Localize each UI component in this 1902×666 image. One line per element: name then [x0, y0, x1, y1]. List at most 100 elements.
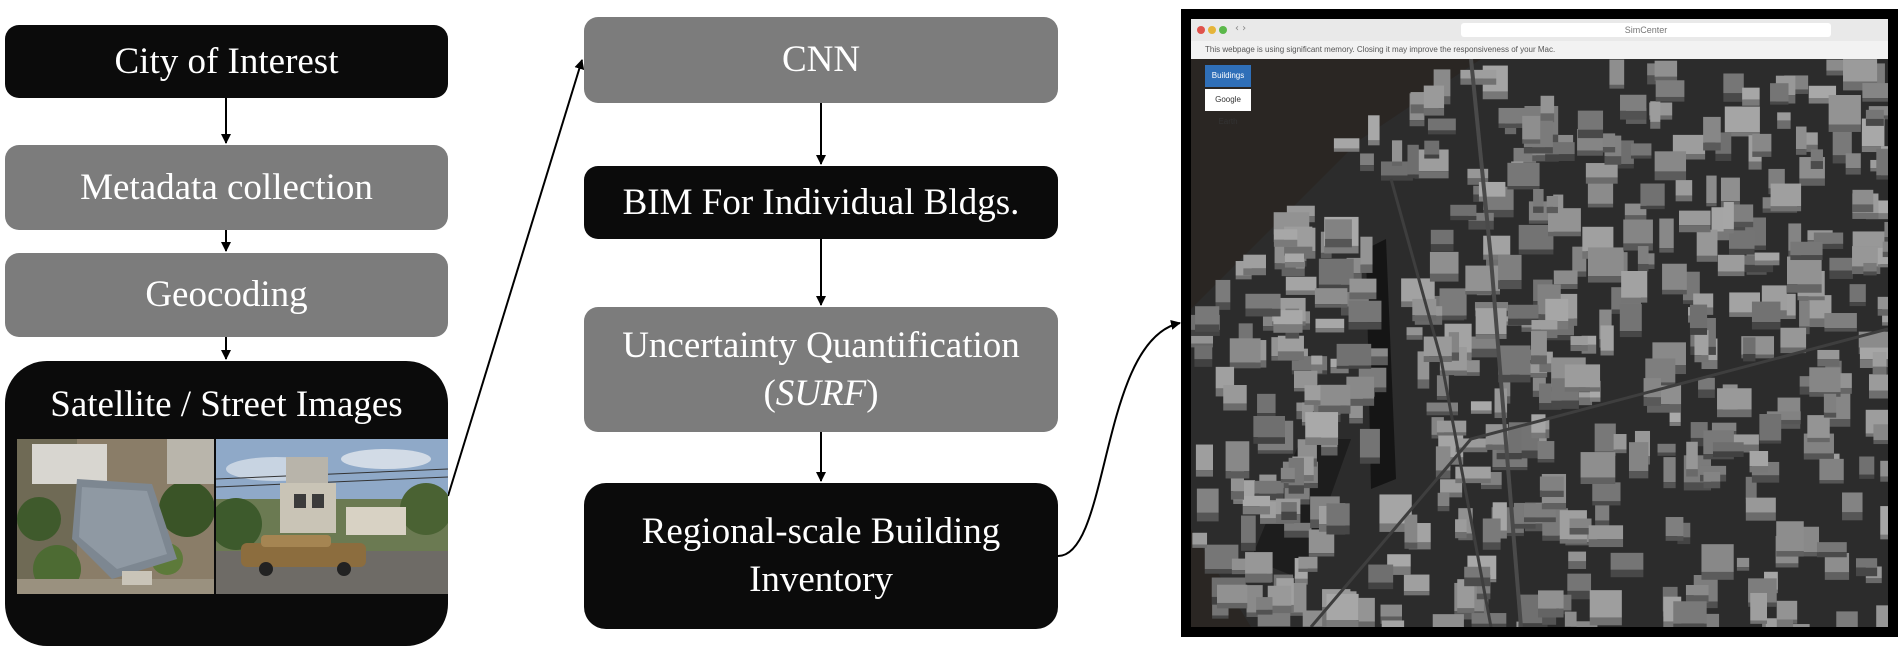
building-shadow: [1717, 409, 1752, 418]
building-shadow: [1585, 177, 1618, 184]
building-block: [1474, 302, 1509, 311]
building-shadow: [1624, 215, 1647, 221]
building-block: [1381, 620, 1405, 627]
building-block: [1318, 505, 1331, 525]
building-shadow: [1587, 276, 1624, 283]
building-block: [1257, 393, 1276, 414]
building-shadow: [1685, 595, 1709, 603]
building-shadow: [1647, 75, 1658, 85]
building-block: [1872, 352, 1887, 367]
url-bar: SimCenter: [1461, 23, 1831, 37]
building-block: [1624, 203, 1647, 216]
building-shadow: [1600, 350, 1614, 356]
building-shadow: [1195, 470, 1214, 477]
building-block: [1387, 554, 1411, 567]
building-shadow: [1478, 196, 1506, 202]
building-shadow: [1589, 397, 1601, 402]
building-shadow: [1528, 220, 1550, 224]
building-shadow: [1368, 582, 1394, 590]
building-block: [1538, 590, 1564, 609]
building-shadow: [1387, 566, 1411, 575]
building-shadow: [1243, 268, 1266, 276]
building-block: [1540, 95, 1555, 114]
building-shadow: [1476, 593, 1491, 600]
building-block: [1845, 153, 1861, 169]
building-block: [1700, 465, 1727, 475]
building-shadow: [1498, 280, 1522, 290]
building-shadow: [1424, 154, 1440, 159]
building-shadow: [1784, 89, 1809, 94]
building-shadow: [1882, 251, 1888, 258]
building-shadow: [1245, 308, 1281, 317]
building-shadow: [1423, 356, 1452, 363]
building-block: [1706, 175, 1717, 203]
google-earth-button[interactable]: Google Earth: [1205, 89, 1251, 126]
building-shadow: [1775, 563, 1799, 568]
building-block: [1679, 210, 1711, 226]
building-shadow: [1741, 354, 1775, 359]
building-shadow: [1829, 270, 1853, 279]
building-shadow: [1863, 271, 1877, 276]
building-block: [1736, 557, 1750, 568]
building-block: [1704, 613, 1720, 627]
building-block: [1245, 552, 1273, 574]
building-block: [1256, 597, 1273, 610]
building-shadow: [1877, 309, 1888, 316]
building-shadow: [1799, 552, 1820, 557]
building-shadow: [1273, 239, 1298, 247]
maximize-dot-icon: [1219, 26, 1227, 34]
building-block: [1810, 149, 1823, 162]
building-block: [1587, 247, 1624, 277]
building-shadow: [1690, 437, 1708, 447]
building-shadow: [1686, 469, 1698, 477]
building-shadow: [1294, 578, 1308, 585]
building-shadow: [1580, 477, 1616, 485]
building-block: [1358, 597, 1375, 622]
building-block: [1728, 230, 1755, 249]
building-block: [1308, 529, 1335, 554]
buildings-button[interactable]: Buildings: [1205, 65, 1251, 87]
building-block: [1592, 482, 1621, 502]
building-shadow: [1625, 118, 1647, 124]
building-block: [1873, 424, 1888, 441]
building-block: [1436, 420, 1467, 433]
building-shadow: [1852, 212, 1879, 219]
building-shadow: [1565, 542, 1598, 546]
building-shadow: [1439, 315, 1467, 320]
building-shadow: [1255, 360, 1267, 368]
building-shadow: [1518, 623, 1548, 627]
building-shadow: [1191, 329, 1220, 336]
building-block: [1432, 614, 1464, 627]
building-shadow: [1588, 539, 1624, 548]
building-shadow: [1336, 365, 1372, 369]
building-block: [1582, 226, 1614, 252]
satellite-street-images-label: Satellite / Street Images: [50, 384, 403, 425]
building-shadow: [1650, 121, 1661, 129]
building-block: [1326, 593, 1359, 621]
building-block: [1314, 288, 1348, 305]
building-shadow: [1736, 567, 1750, 571]
building-block: [1594, 423, 1616, 452]
building-shadow: [1882, 322, 1888, 326]
building-shadow: [1540, 113, 1555, 123]
building-shadow: [1886, 367, 1888, 375]
building-block: [1717, 254, 1745, 272]
building-block: [1522, 115, 1541, 140]
building-shadow: [1491, 532, 1524, 537]
building-block: [1650, 101, 1661, 122]
building-shadow: [1467, 348, 1498, 358]
building-block: [1807, 415, 1830, 438]
building-shadow: [1195, 324, 1220, 332]
building-shadow: [1480, 484, 1502, 490]
building-block: [1215, 366, 1235, 389]
building-shadow: [1620, 110, 1647, 120]
building-block: [1507, 162, 1540, 187]
building-shadow: [1824, 419, 1851, 427]
building-inventory-box: Regional-scale Building Inventory: [584, 483, 1058, 629]
building-shadow: [1225, 471, 1250, 479]
building-block: [1686, 441, 1698, 470]
building-shadow: [1877, 264, 1888, 268]
building-block: [1804, 132, 1818, 145]
building-block: [1448, 332, 1460, 353]
building-block: [1859, 456, 1875, 475]
